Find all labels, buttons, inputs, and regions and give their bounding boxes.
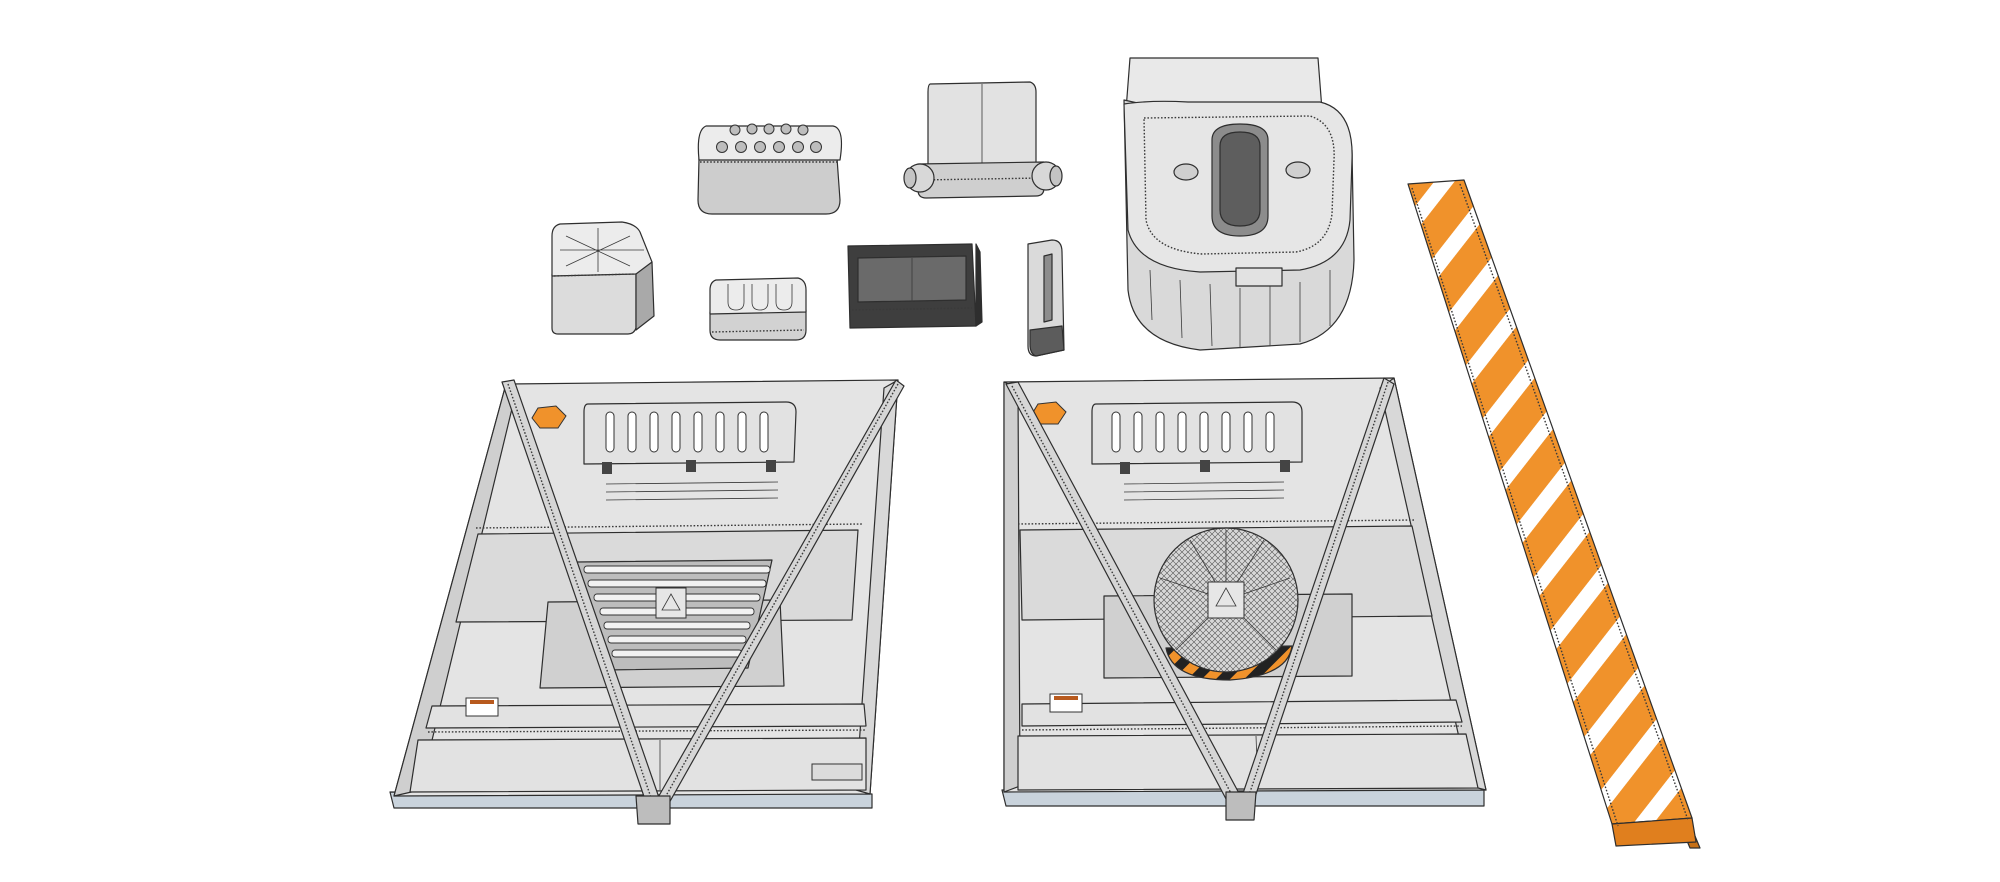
speaker-perforations bbox=[716, 123, 822, 153]
dome-bolt-left bbox=[1173, 163, 1199, 181]
floor-module-vented bbox=[389, 379, 905, 825]
module-a-slot-panel bbox=[583, 401, 797, 501]
slot-pillar bbox=[1027, 239, 1065, 357]
module-b-fan bbox=[1153, 527, 1299, 681]
hatch-dome bbox=[1123, 57, 1355, 351]
module-a-hex-badge bbox=[531, 405, 567, 429]
floor-module-fan bbox=[1001, 377, 1487, 821]
speaker-box bbox=[697, 123, 843, 215]
dome-hatch bbox=[1211, 123, 1269, 237]
hazard-beam bbox=[1407, 179, 1701, 849]
coupler-knob-right bbox=[1031, 161, 1063, 191]
pad-grooves bbox=[727, 284, 793, 311]
x-crate bbox=[551, 221, 655, 335]
coupler-block bbox=[903, 81, 1063, 199]
module-a-vent-grille bbox=[575, 559, 773, 671]
dome-bolt-right bbox=[1285, 161, 1311, 179]
module-a-plate bbox=[811, 763, 863, 781]
module-b-slot-panel bbox=[1091, 401, 1303, 501]
monitor-panel bbox=[847, 243, 983, 329]
coupler-knob-left bbox=[903, 163, 935, 193]
grooved-pad bbox=[709, 277, 807, 341]
